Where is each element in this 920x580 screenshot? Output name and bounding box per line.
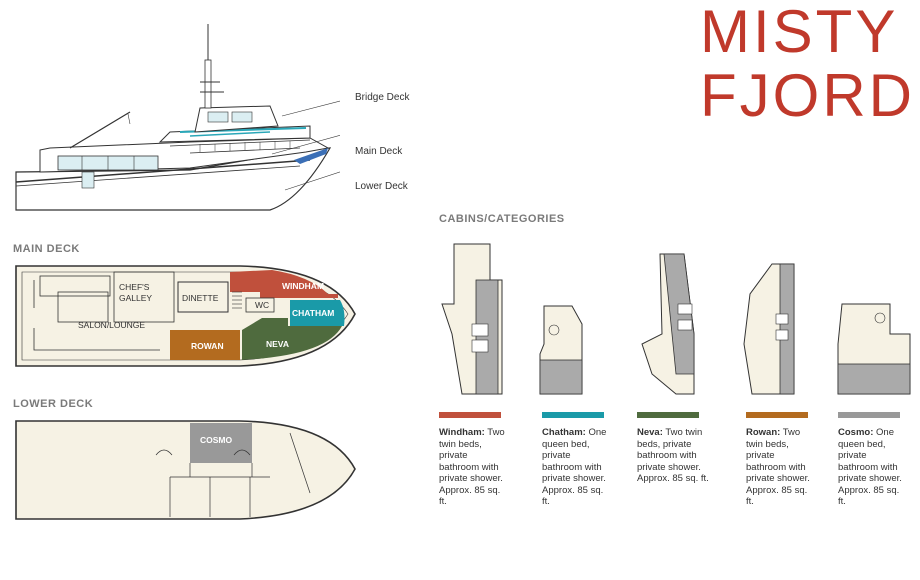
floorplan-chatham xyxy=(539,305,583,395)
floorplan-neva xyxy=(641,253,695,395)
title-line-2: FJORD xyxy=(700,62,915,129)
label-cosmo: COSMO xyxy=(200,435,233,445)
cabins-heading: CABINS/CATEGORIES xyxy=(439,213,565,225)
cabin-desc: Two twin beds, private bathroom with pri… xyxy=(439,427,505,507)
label-salon: SALON/LOUNGE xyxy=(78,320,145,330)
cabin-neva: Neva: Two twin beds, private bathroom wi… xyxy=(637,412,713,485)
cabin-name: Neva: xyxy=(637,427,663,438)
floorplan-windham xyxy=(441,243,503,395)
cabin-desc: Two twin beds, private bathroom with pri… xyxy=(746,427,810,507)
cabin-color-bar xyxy=(439,412,501,418)
cabin-desc: Two twin beds, private bathroom with pri… xyxy=(637,427,709,484)
label-wc: WC xyxy=(255,300,269,310)
callout-lower-deck: Lower Deck xyxy=(355,181,408,192)
cabin-chatham: Chatham: One queen bed, private bathroom… xyxy=(542,412,612,508)
cabin-name: Chatham: xyxy=(542,427,586,438)
cabin-cosmo: Cosmo: One queen bed, private bathroom w… xyxy=(838,412,908,508)
main-deck-heading: MAIN DECK xyxy=(13,243,80,255)
cabin-rowan: Rowan: Two twin beds, private bathroom w… xyxy=(746,412,816,508)
floorplan-rowan xyxy=(743,263,795,395)
callout-main-deck: Main Deck xyxy=(355,146,403,157)
main-deck-plan: WINDHAM CHATHAM NEVA ROWAN CHEF'S GALLEY… xyxy=(15,265,356,367)
label-galley-2: GALLEY xyxy=(119,293,152,303)
label-chatham: CHATHAM xyxy=(292,308,334,318)
cabin-desc: One queen bed, private bathroom with pri… xyxy=(838,427,902,507)
label-windham: WINDHAM xyxy=(282,281,324,291)
cabin-name: Rowan: xyxy=(746,427,781,438)
lower-deck-heading: LOWER DECK xyxy=(13,398,94,410)
floorplan-cosmo xyxy=(837,303,911,395)
label-neva: NEVA xyxy=(266,339,289,349)
cabin-windham: Windham: Two twin beds, private bathroom… xyxy=(439,412,509,508)
cabin-color-bar xyxy=(542,412,604,418)
cabin-desc: One queen bed, private bathroom with pri… xyxy=(542,427,607,507)
boat-profile-illustration xyxy=(15,24,340,211)
cabin-name: Windham: xyxy=(439,427,485,438)
title-line-1: MISTY xyxy=(700,0,899,65)
callout-bridge-deck: Bridge Deck xyxy=(355,92,410,103)
label-galley-1: CHEF'S xyxy=(119,282,150,292)
cabin-name: Cosmo: xyxy=(838,427,874,438)
label-rowan: ROWAN xyxy=(191,341,224,351)
lower-deck-plan: COSMO xyxy=(15,420,356,520)
cabin-color-bar xyxy=(746,412,808,418)
cabin-color-bar xyxy=(637,412,699,418)
cabin-color-bar xyxy=(838,412,900,418)
cabin-floorplans xyxy=(441,243,911,395)
label-dinette: DINETTE xyxy=(182,293,219,303)
